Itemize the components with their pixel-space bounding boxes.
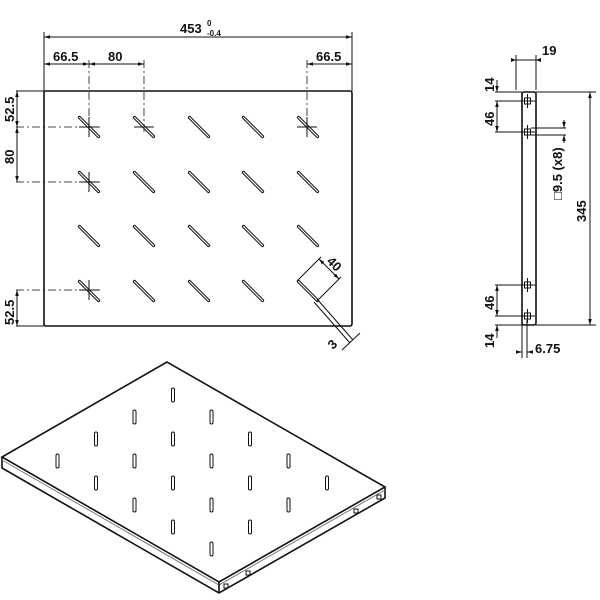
- iso-slot: [94, 431, 98, 447]
- slot: [241, 170, 265, 194]
- shelf-top-face: [0, 361, 387, 583]
- slot-length-label: 40: [324, 254, 345, 275]
- iso-slot: [209, 453, 214, 469]
- slot: [241, 115, 265, 139]
- iso-slot: [132, 409, 137, 425]
- iso-slot: [171, 475, 175, 491]
- edge-offset-top-label: 14: [482, 77, 497, 92]
- flange-width-label: 19: [542, 43, 556, 58]
- slot: [241, 224, 265, 248]
- shelf-edge: [1, 457, 386, 594]
- shelf-outline: [43, 90, 353, 327]
- slot: [296, 170, 320, 194]
- iso-slot: [171, 519, 175, 535]
- slot: [187, 224, 211, 248]
- left-offset-label: 66.5: [53, 49, 78, 64]
- center-marks: [79, 117, 317, 300]
- iso-slot: [286, 453, 291, 469]
- iso-slot: [286, 497, 291, 513]
- iso-slot: [94, 475, 98, 491]
- slot: [77, 224, 101, 248]
- iso-slot: [132, 497, 137, 513]
- iso-slot: [248, 475, 252, 491]
- overall-width-label: 453: [180, 21, 202, 36]
- overall-depth-label: 345: [574, 200, 589, 222]
- top-view: 453 0 -0.4 66.5 80 66.5 52.5 80 52.5: [2, 19, 361, 352]
- slot: [296, 224, 320, 248]
- iso-slot-grid: [55, 387, 329, 557]
- hole-spacing-bottom-label: 46: [482, 296, 497, 310]
- iso-slot: [209, 497, 214, 513]
- slot: [187, 170, 211, 194]
- edge-offset-bottom-label: 14: [482, 333, 497, 348]
- iso-slot: [171, 431, 175, 447]
- hole-offset-label: 6.75: [535, 341, 560, 356]
- side-profile: [521, 91, 537, 326]
- iso-slot: [248, 431, 252, 447]
- hole-size-label: □9.5 (x8): [550, 147, 565, 200]
- iso-slot: [325, 475, 329, 491]
- edge-holes: [223, 494, 382, 589]
- slot: [241, 279, 265, 303]
- slot: [132, 224, 156, 248]
- slot: [132, 279, 156, 303]
- iso-slot: [55, 453, 60, 469]
- slot-pitch-x-label: 80: [108, 49, 122, 64]
- slot-grid: [77, 115, 320, 303]
- iso-slot: [132, 453, 137, 469]
- iso-slot: [209, 541, 214, 557]
- iso-slot: [248, 519, 252, 535]
- top-offset-label: 52.5: [2, 97, 17, 122]
- hole-spacing-top-label: 46: [482, 112, 497, 126]
- slot-pitch-y-label: 80: [2, 150, 17, 164]
- slot: [187, 115, 211, 139]
- side-view: 19 14 46 46 14 □9.5 (x8) 345 6.75: [482, 43, 596, 358]
- slot: [296, 279, 320, 303]
- iso-slot: [171, 387, 175, 403]
- slot: [187, 279, 211, 303]
- slot-width-label: 3: [325, 336, 341, 352]
- isometric-view: [0, 361, 387, 594]
- slot: [132, 170, 156, 194]
- iso-slot: [209, 409, 214, 425]
- tolerance-upper: 0: [207, 19, 212, 28]
- bottom-offset-label: 52.5: [2, 300, 17, 325]
- right-offset-label: 66.5: [316, 49, 341, 64]
- tolerance-lower: -0.4: [207, 29, 221, 38]
